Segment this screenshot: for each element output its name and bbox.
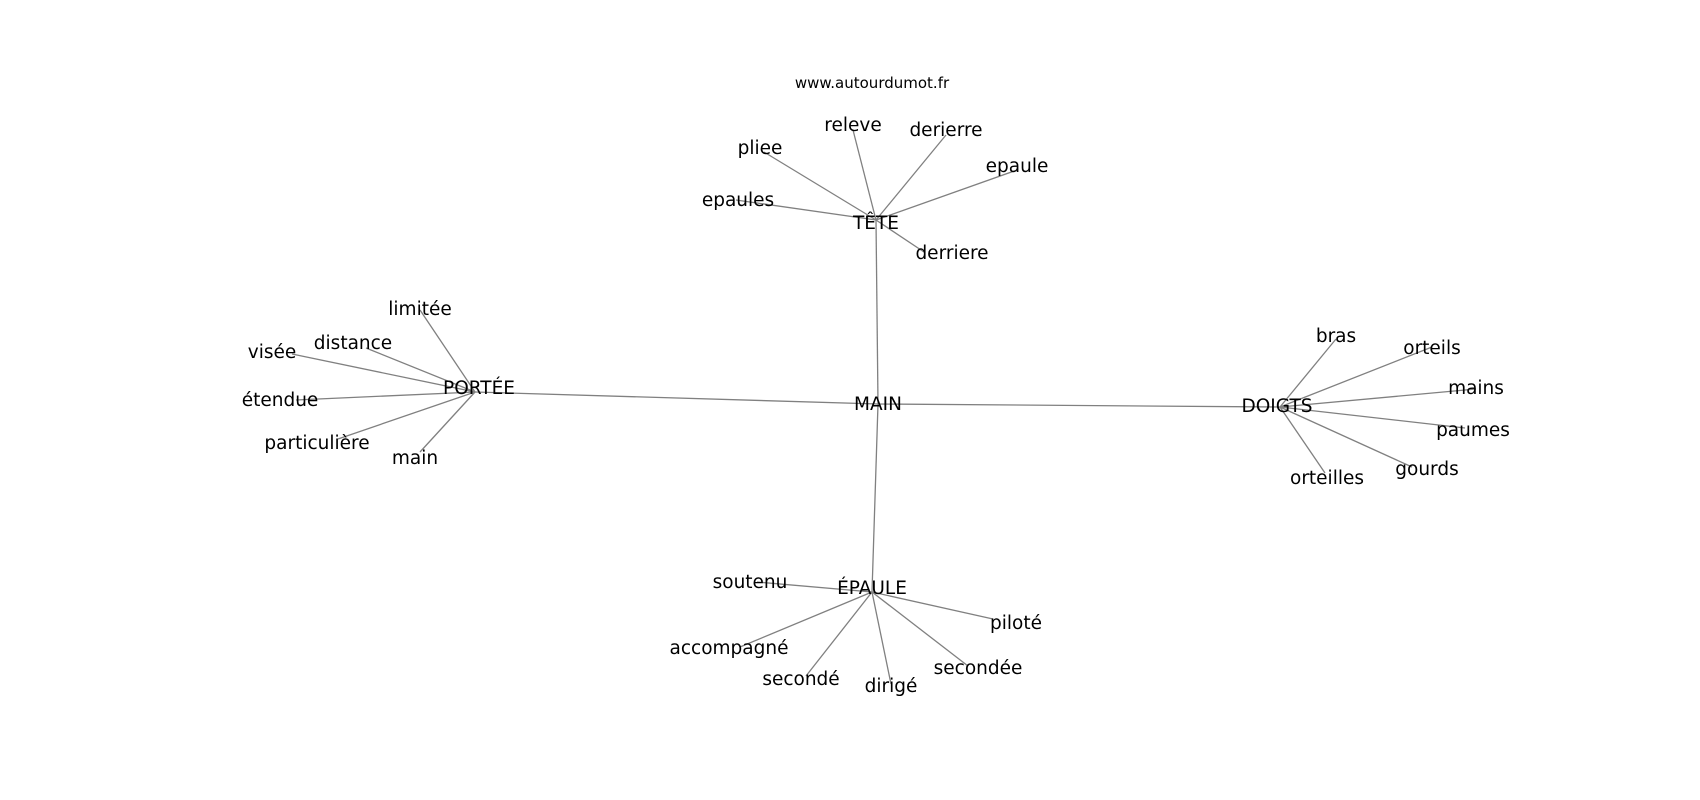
edge-center-to-hub	[474, 391, 879, 405]
edge-hub-to-leaf	[365, 347, 476, 393]
edge-hub-to-leaf	[419, 391, 476, 453]
leaf-node: derriere	[915, 243, 988, 264]
leaf-node: soutenu	[713, 572, 788, 593]
edge-hub-to-leaf	[739, 591, 873, 648]
leaf-node: paumes	[1436, 420, 1510, 441]
edge-hub-to-leaf	[871, 591, 969, 667]
hub-node: DOIGTS	[1242, 396, 1313, 417]
leaf-node: secondée	[934, 658, 1023, 679]
edge-hub-to-leaf	[1279, 406, 1413, 468]
edge-hub-to-leaf	[337, 391, 476, 440]
edge-hub-to-leaf	[805, 591, 873, 677]
edge-center-to-hub	[877, 403, 1281, 408]
edge-hub-to-leaf	[1279, 406, 1326, 474]
leaf-node: dirigé	[865, 676, 918, 697]
edge-hub-to-leaf	[871, 591, 994, 620]
edge-hub-to-leaf	[871, 591, 892, 685]
leaf-node: accompagné	[670, 638, 789, 659]
edge-center-to-hub	[871, 403, 879, 593]
leaf-node: main	[392, 448, 438, 469]
leaf-node: gourds	[1395, 459, 1458, 480]
edge-hub-to-leaf	[1279, 338, 1337, 408]
graph-nodes: MAIN TÊTE releve derierre pliee epaule epaules…	[242, 115, 1510, 697]
leaf-node: epaule	[986, 156, 1049, 177]
leaf-node: pliee	[738, 138, 783, 159]
leaf-node: étendue	[242, 390, 319, 411]
leaf-node: visée	[248, 342, 297, 363]
graph-edges	[291, 129, 1477, 685]
edge-hub-to-leaf	[1279, 346, 1433, 408]
leaf-node: derierre	[909, 120, 982, 141]
hub-node: TÊTE	[852, 212, 899, 234]
leaf-node: particulière	[264, 433, 369, 454]
hub-node: PORTÉE	[443, 377, 515, 399]
edge-hub-to-leaf	[875, 134, 947, 221]
leaf-node: mains	[1448, 378, 1504, 399]
center-node: MAIN	[854, 394, 902, 415]
leaf-node: distance	[314, 333, 392, 354]
edge-hub-to-leaf	[1279, 406, 1466, 429]
leaf-node: secondé	[762, 669, 839, 690]
edge-hub-to-leaf	[419, 309, 476, 393]
edge-hub-to-leaf	[875, 219, 925, 253]
leaf-node: orteils	[1403, 338, 1460, 359]
leaf-node: bras	[1316, 326, 1356, 347]
leaf-node: orteilles	[1290, 468, 1364, 489]
hub-node: ÉPAULE	[837, 577, 907, 599]
edge-hub-to-leaf	[295, 391, 476, 401]
edge-hub-to-leaf	[1279, 388, 1477, 408]
watermark: www.autourdumot.fr	[795, 74, 950, 92]
edge-hub-to-leaf	[735, 199, 877, 221]
edge-hub-to-leaf	[852, 129, 877, 221]
edge-hub-to-leaf	[763, 151, 877, 221]
edge-hub-to-leaf	[756, 581, 873, 593]
leaf-node: epaules	[702, 190, 774, 211]
leaf-node: releve	[824, 115, 881, 136]
edge-center-to-hub	[875, 219, 879, 405]
edge-hub-to-leaf	[291, 353, 476, 393]
leaf-node: piloté	[990, 613, 1042, 634]
leaf-node: limitée	[388, 299, 451, 320]
edge-hub-to-leaf	[875, 169, 1018, 221]
